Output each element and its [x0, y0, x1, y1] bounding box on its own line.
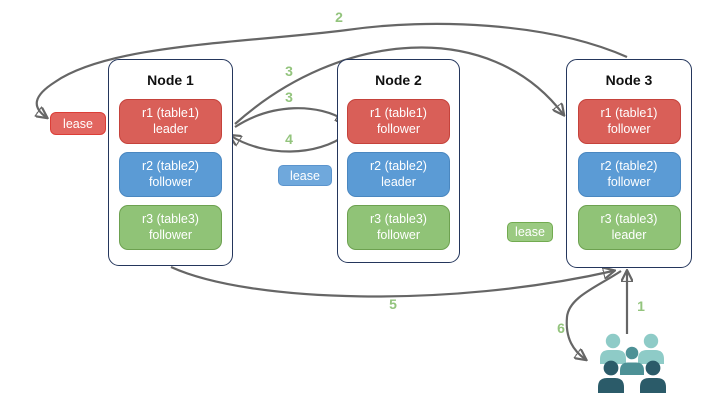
users-icon [598, 333, 666, 393]
node-2-replica-r2: r2 (table2) leader [347, 152, 450, 197]
step-label-1: 1 [637, 298, 645, 314]
replica-role: follower [376, 227, 421, 242]
node-3-title: Node 3 [605, 72, 653, 88]
node-2-replica-r3: r3 (table3) follower [347, 205, 450, 250]
step-label-5: 5 [389, 296, 397, 312]
node-2-title: Node 2 [375, 72, 422, 88]
replica-name: r2 (table2) [370, 159, 427, 174]
replica-role: leader [611, 227, 647, 242]
replica-name: r3 (table3) [142, 212, 199, 227]
replica-role: follower [376, 121, 421, 136]
replica-name: r1 (table1) [142, 106, 199, 121]
step-label-4: 4 [285, 131, 293, 147]
node-1-replica-r2: r2 (table2) follower [119, 152, 222, 197]
node-1-title: Node 1 [147, 72, 194, 88]
node-2-replica-r1: r1 (table1) follower [347, 99, 450, 144]
node-3: Node 3 r1 (table1) follower r2 (table2) … [566, 59, 692, 268]
node-3-replica-r3: r3 (table3) leader [577, 205, 681, 250]
lease-badge-r3: lease [507, 222, 553, 242]
step-label-6: 6 [557, 320, 565, 336]
node-3-replica-r1: r1 (table1) follower [577, 99, 681, 144]
step-label-3a: 3 [285, 63, 293, 79]
lease-badge-r1: lease [50, 112, 106, 135]
replica-name: r3 (table3) [600, 212, 658, 227]
replica-name: r2 (table2) [142, 159, 199, 174]
replica-name: r1 (table1) [600, 106, 658, 121]
replica-role: leader [381, 174, 416, 189]
node-3-replica-r2: r2 (table2) follower [577, 152, 681, 197]
node-1: Node 1 r1 (table1) leader r2 (table2) fo… [108, 59, 233, 266]
replica-name: r2 (table2) [600, 159, 658, 174]
replica-role: follower [148, 227, 193, 242]
replica-role: follower [607, 121, 651, 136]
replica-name: r1 (table1) [370, 106, 427, 121]
arrow-step-3-to-node2 [234, 107, 346, 128]
replica-name: r3 (table3) [370, 212, 427, 227]
node-1-replica-r3: r3 (table3) follower [119, 205, 222, 250]
step-label-3b: 3 [285, 89, 293, 105]
replica-role: follower [148, 174, 193, 189]
replica-role: leader [153, 121, 188, 136]
lease-badge-r2: lease [278, 165, 332, 186]
step-label-2: 2 [335, 9, 343, 25]
node-1-replica-r1: r1 (table1) leader [119, 99, 222, 144]
arrow-step-5 [170, 267, 613, 298]
replica-role: follower [607, 174, 651, 189]
node-2: Node 2 r1 (table1) follower r2 (table2) … [337, 59, 460, 263]
